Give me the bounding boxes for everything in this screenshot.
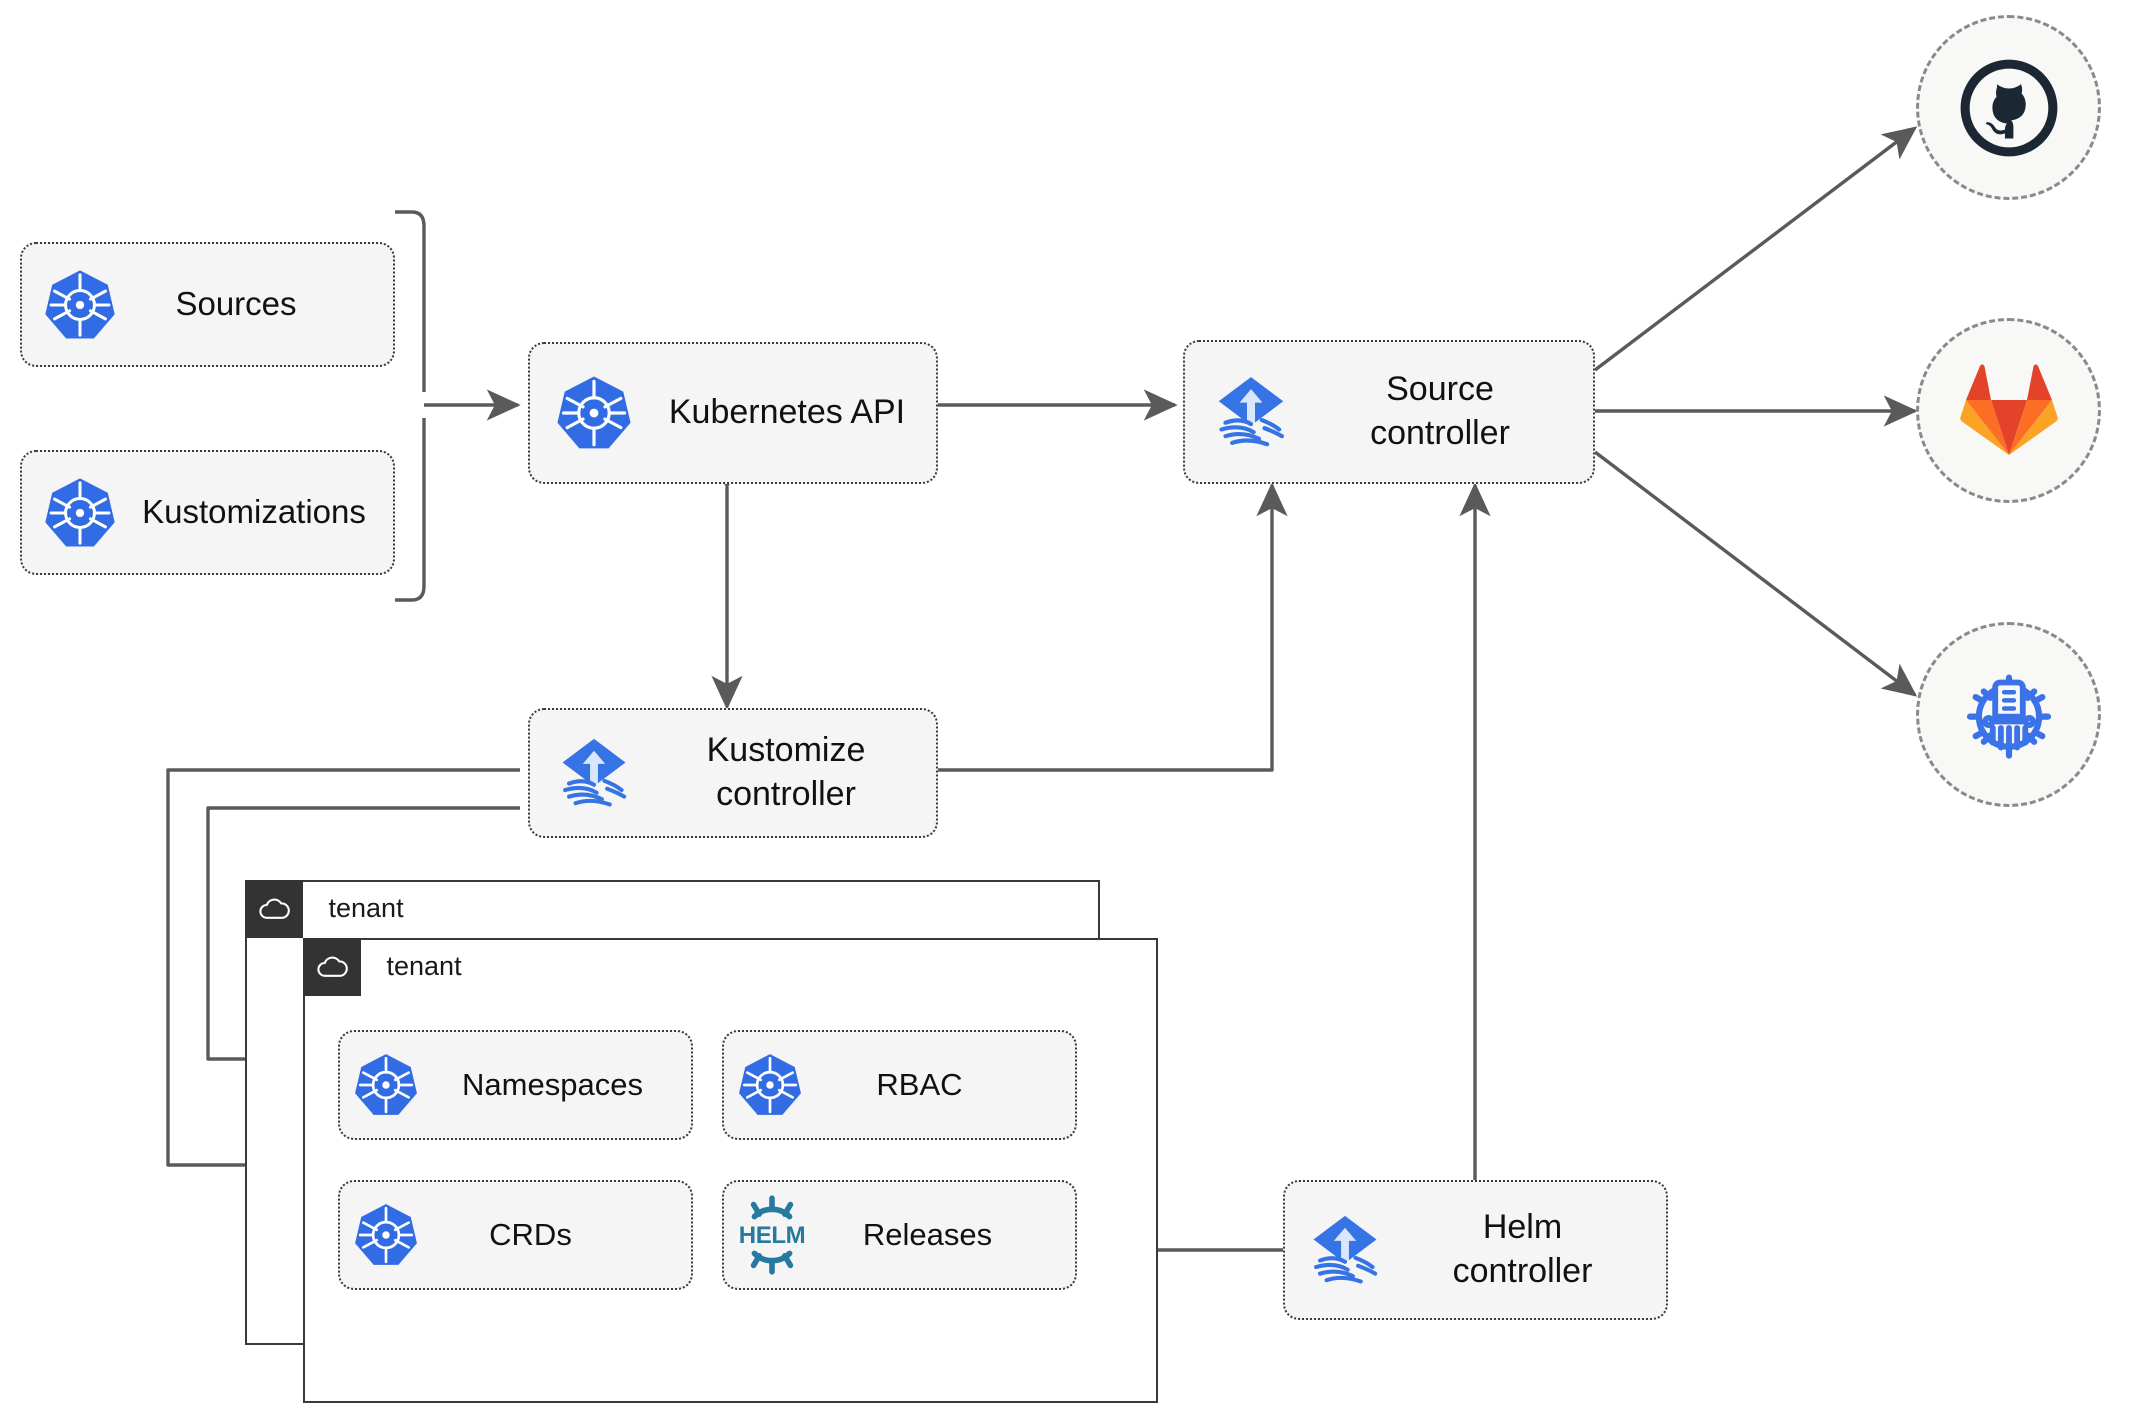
node-kubernetes-api-label: Kubernetes API [668, 393, 906, 432]
provider-github[interactable] [1916, 15, 2101, 200]
node-namespaces-label: Namespaces [462, 1067, 643, 1103]
edge-kustomizations-bracket [395, 418, 426, 602]
node-releases[interactable]: HELM Releases [722, 1180, 1077, 1290]
helm-icon: HELM [724, 1195, 820, 1275]
svg-text:HELM: HELM [739, 1222, 805, 1249]
cloud-icon [302, 937, 361, 996]
node-rbac-label: RBAC [876, 1067, 963, 1103]
edge-sources-bracket [395, 210, 426, 392]
edge-kustomize-controller-source-controller [938, 482, 1288, 772]
flux-icon [1285, 1208, 1405, 1292]
github-icon [1960, 59, 2057, 156]
edge-source-controller-helm-repository [1593, 450, 1918, 697]
kubernetes-icon [340, 1052, 432, 1118]
node-sources-label: Sources [175, 285, 297, 323]
node-kustomizations[interactable]: Kustomizations [20, 450, 395, 575]
kubernetes-icon [22, 476, 137, 550]
kubernetes-icon [22, 268, 137, 342]
tenant-inner-label: tenant [386, 951, 462, 981]
flux-icon [530, 731, 658, 815]
node-kustomize-controller-label: Kustomize controller [706, 731, 866, 813]
node-rbac[interactable]: RBAC [722, 1030, 1077, 1140]
kubernetes-icon [724, 1052, 816, 1118]
node-kustomize-controller[interactable]: Kustomize controller [528, 708, 938, 838]
node-sources[interactable]: Sources [20, 242, 395, 367]
tenant-inner-titlebar: tenant [302, 937, 462, 996]
cloud-icon [244, 879, 303, 938]
node-source-controller-label: Source controller [1370, 370, 1510, 452]
kubernetes-icon [340, 1202, 432, 1268]
node-kubernetes-api[interactable]: Kubernetes API [528, 342, 938, 484]
gitlab-icon [1959, 364, 2058, 455]
kubernetes-icon [530, 374, 658, 452]
helm-repository-icon [1966, 674, 2051, 759]
node-crds[interactable]: CRDs [338, 1180, 693, 1290]
node-namespaces[interactable]: Namespaces [338, 1030, 693, 1140]
provider-gitlab[interactable] [1916, 318, 2101, 503]
node-crds-label: CRDs [489, 1217, 572, 1253]
provider-helm-repository[interactable] [1916, 622, 2101, 807]
node-helm-controller-label: Helm controller [1452, 1208, 1593, 1290]
node-helm-controller[interactable]: Helm controller [1283, 1180, 1668, 1320]
node-source-controller[interactable]: Source controller [1183, 340, 1595, 484]
flux-icon [1185, 369, 1317, 455]
node-releases-label: Releases [862, 1217, 993, 1253]
tenant-outer-label: tenant [328, 893, 404, 923]
edge-source-controller-github [1593, 126, 1918, 372]
node-kustomizations-label: Kustomizations [142, 493, 366, 531]
tenant-outer-titlebar: tenant [244, 879, 404, 938]
tenant-inner-window[interactable]: tenant [302, 937, 1158, 1403]
